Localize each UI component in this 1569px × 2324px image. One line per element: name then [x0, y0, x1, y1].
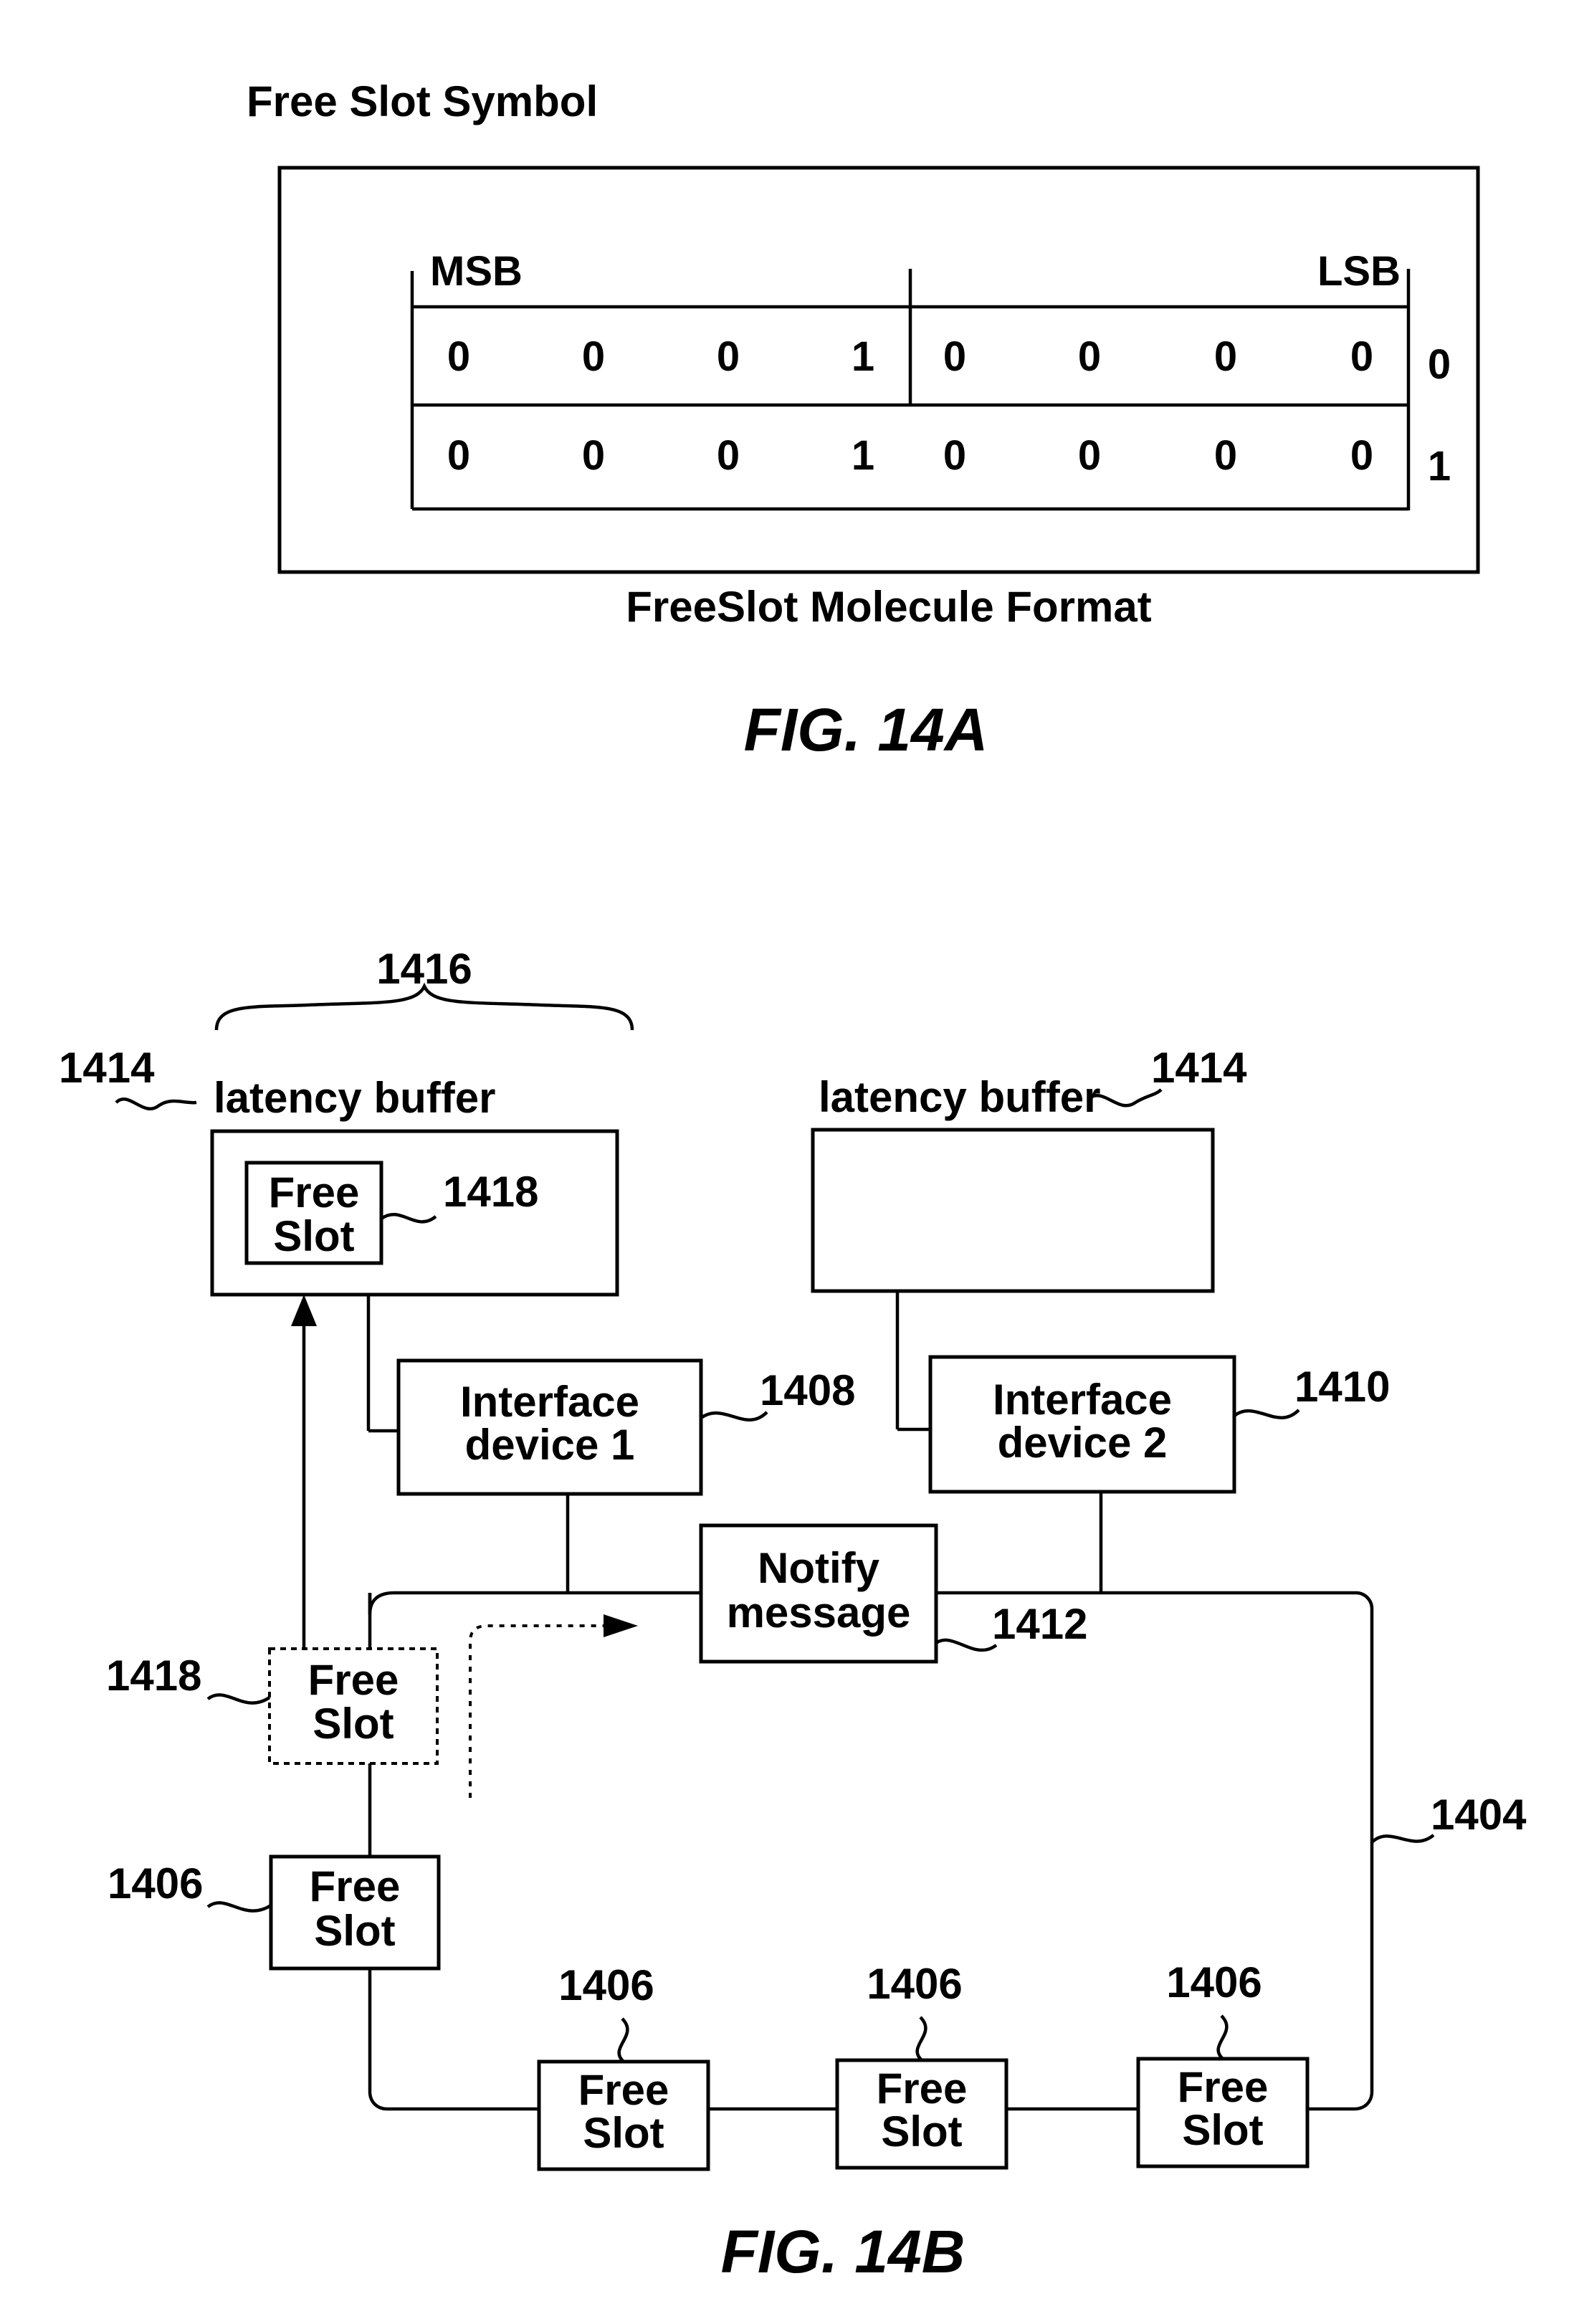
bit-cell: 0 — [447, 432, 470, 479]
leader-1414-right — [1087, 1088, 1163, 1108]
fig-14b: 1416 1414 latency buffer Free Slot 1418 … — [59, 945, 1527, 2285]
bit-cell: 1 — [852, 333, 874, 380]
ring-bus-upper — [368, 1591, 1374, 2111]
fig-14b-label: FIG. 14B — [721, 2218, 965, 2285]
ref-1406-left: 1406 — [108, 1859, 203, 1908]
bit-cell: 0 — [717, 333, 740, 380]
lsb-label: LSB — [1317, 248, 1401, 295]
row-index-label: 0 — [1428, 341, 1451, 388]
ref-1406-a: 1406 — [558, 1961, 654, 2009]
bit-cell: 1 — [852, 432, 874, 479]
bit-cell: 0 — [582, 333, 605, 380]
free-slot-ring-4-line1: Free — [1178, 2063, 1269, 2111]
ref-1406-b: 1406 — [867, 1960, 962, 2008]
free-slot-transit — [268, 1647, 439, 1765]
notify-message-line1: Notify — [758, 1544, 880, 1592]
interface-device-1 — [396, 1358, 703, 1496]
leader-1406-b — [915, 2016, 927, 2062]
row-index-label: 1 — [1428, 443, 1451, 490]
free-slot-ring-1-line1: Free — [310, 1862, 401, 1910]
notify-message-box — [699, 1523, 938, 1664]
free-slot-transit-line2: Slot — [313, 1700, 394, 1748]
leader-1408 — [700, 1411, 768, 1421]
free-slot-in-buffer-line1: Free — [269, 1168, 360, 1216]
bit-cell: 0 — [943, 432, 966, 479]
leader-1414-left — [115, 1097, 197, 1110]
ref-1408: 1408 — [760, 1366, 855, 1414]
free-slot-in-buffer-line2: Slot — [273, 1212, 354, 1260]
symbol-frame — [277, 166, 1480, 574]
bit-cell: 0 — [1214, 333, 1237, 380]
bit-cells: 0 0 0 1 0 0 0 0 0 0 0 1 0 0 0 0 — [447, 333, 1373, 479]
ref-1406-c: 1406 — [1166, 1958, 1262, 2006]
free-slot-transit-line1: Free — [308, 1656, 399, 1704]
leader-1410 — [1233, 1409, 1300, 1419]
free-slot-ring-3-line2: Slot — [881, 2108, 962, 2156]
leader-1406-left — [206, 1901, 272, 1913]
bit-cell: 0 — [1350, 333, 1373, 380]
arrow-to-buffer-head — [291, 1295, 317, 1326]
notify-message-line2: message — [727, 1589, 911, 1637]
bit-cell: 0 — [1350, 432, 1373, 479]
interface-device-1-line2: device 1 — [465, 1421, 635, 1469]
interface-device-2 — [928, 1355, 1236, 1494]
free-slot-ring-2-line1: Free — [578, 2066, 669, 2114]
bit-cell: 0 — [943, 333, 966, 380]
row-indices: 01 — [1428, 341, 1451, 490]
leader-1406-c — [1216, 2014, 1229, 2060]
bit-cell: 0 — [582, 432, 605, 479]
ref-1404: 1404 — [1431, 1791, 1527, 1839]
ref-1414-left: 1414 — [59, 1044, 155, 1092]
molecule-format-caption: FreeSlot Molecule Format — [626, 583, 1151, 631]
ref-1418-transit: 1418 — [106, 1652, 201, 1700]
interface-device-1-line1: Interface — [460, 1378, 639, 1426]
free-slot-ring-1 — [269, 1854, 441, 1971]
ref-1418-inner: 1418 — [443, 1168, 538, 1216]
free-slot-symbol-title: Free Slot Symbol — [247, 77, 598, 125]
ref-1412: 1412 — [992, 1600, 1087, 1648]
bit-cell: 0 — [1078, 432, 1101, 479]
leader-1418-inner — [380, 1213, 437, 1224]
leader-1412 — [935, 1638, 998, 1652]
ref-1414-right: 1414 — [1151, 1044, 1247, 1092]
latency-buffer-right-label: latency buffer — [819, 1073, 1100, 1121]
free-slot-ring-3-line1: Free — [877, 2065, 968, 2113]
leader-1404 — [1370, 1834, 1435, 1844]
notify-path-dotted — [469, 1624, 616, 1798]
msb-label: MSB — [430, 248, 523, 295]
interface-device-2-line1: Interface — [993, 1376, 1172, 1424]
brace-1416 — [214, 982, 634, 1031]
free-slot-in-buffer — [244, 1161, 383, 1265]
ref-1410: 1410 — [1294, 1363, 1390, 1411]
bit-cell: 0 — [1078, 333, 1101, 380]
latency-buffer-left-label: latency buffer — [214, 1074, 495, 1122]
ring-bus-lower-left — [368, 1968, 539, 2111]
bit-cell: 0 — [447, 333, 470, 380]
leader-1406-a — [617, 2017, 629, 2063]
notify-path-arrowhead — [604, 1614, 638, 1637]
bit-cell: 0 — [1214, 432, 1237, 479]
leader-1418-transit — [206, 1693, 271, 1705]
fig-14a-label: FIG. 14A — [744, 696, 988, 763]
free-slot-ring-1-line2: Slot — [314, 1907, 395, 1955]
free-slot-ring-4-line2: Slot — [1182, 2106, 1263, 2154]
latency-buffer-right — [811, 1128, 1215, 1293]
bit-cell: 0 — [717, 432, 740, 479]
interface-device-2-line2: device 2 — [998, 1419, 1168, 1467]
free-slot-ring-2-line2: Slot — [583, 2109, 664, 2157]
latency-buffer-left — [210, 1129, 619, 1297]
